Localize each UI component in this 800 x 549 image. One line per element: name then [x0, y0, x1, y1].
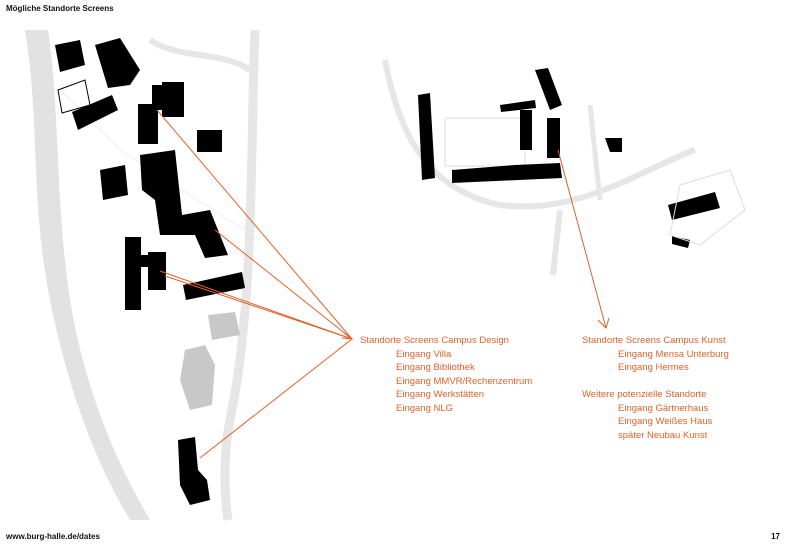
- page-number: 17: [771, 532, 780, 541]
- legend-item: Eingang Gärtnerhaus: [618, 402, 709, 414]
- legend-heading: Standorte Screens Campus Kunst: [582, 335, 726, 346]
- legend-campus-kunst: Standorte Screens Campus Kunst Eingang M…: [582, 334, 729, 442]
- road-branch: [550, 209, 563, 276]
- road-branch: [587, 104, 603, 201]
- buildings-kunst: [418, 68, 720, 248]
- legend-item: Eingang Hermes: [618, 362, 689, 373]
- buildings-grey: [180, 312, 240, 410]
- road-top: [148, 37, 252, 73]
- legend-spacer: [582, 375, 729, 389]
- road-left: [220, 29, 260, 521]
- legend-item: Eingang Mensa Unterburg: [618, 348, 729, 360]
- river: [25, 30, 150, 520]
- legend-item: später Neubau Kunst: [618, 429, 708, 441]
- courtyard-outline: [444, 117, 526, 167]
- buildings-design: [55, 38, 245, 505]
- legend-item: Eingang Villa: [396, 348, 452, 360]
- legend-item: Eingang Werkstätten: [396, 389, 485, 400]
- legend-item: Eingang Weißes Haus: [618, 416, 713, 427]
- legend-heading: Standorte Screens Campus Design: [360, 335, 509, 346]
- legend-item: Eingang Bibliothek: [396, 362, 475, 373]
- legend-item: Eingang MMVR/Rechenzentrum: [396, 375, 533, 387]
- arrows: [156, 109, 610, 459]
- page-title: Mögliche Standorte Screens: [6, 4, 114, 13]
- building-outline: [57, 79, 91, 114]
- site-outline: [669, 169, 746, 246]
- footer-url[interactable]: www.burg-halle.de/dates: [6, 532, 100, 541]
- legend-item: Eingang NLG: [396, 402, 454, 414]
- legend-heading: Weitere potenzielle Standorte: [582, 389, 707, 400]
- legend-campus-design: Standorte Screens Campus Design Eingang …: [360, 334, 532, 415]
- road-right: [382, 59, 697, 210]
